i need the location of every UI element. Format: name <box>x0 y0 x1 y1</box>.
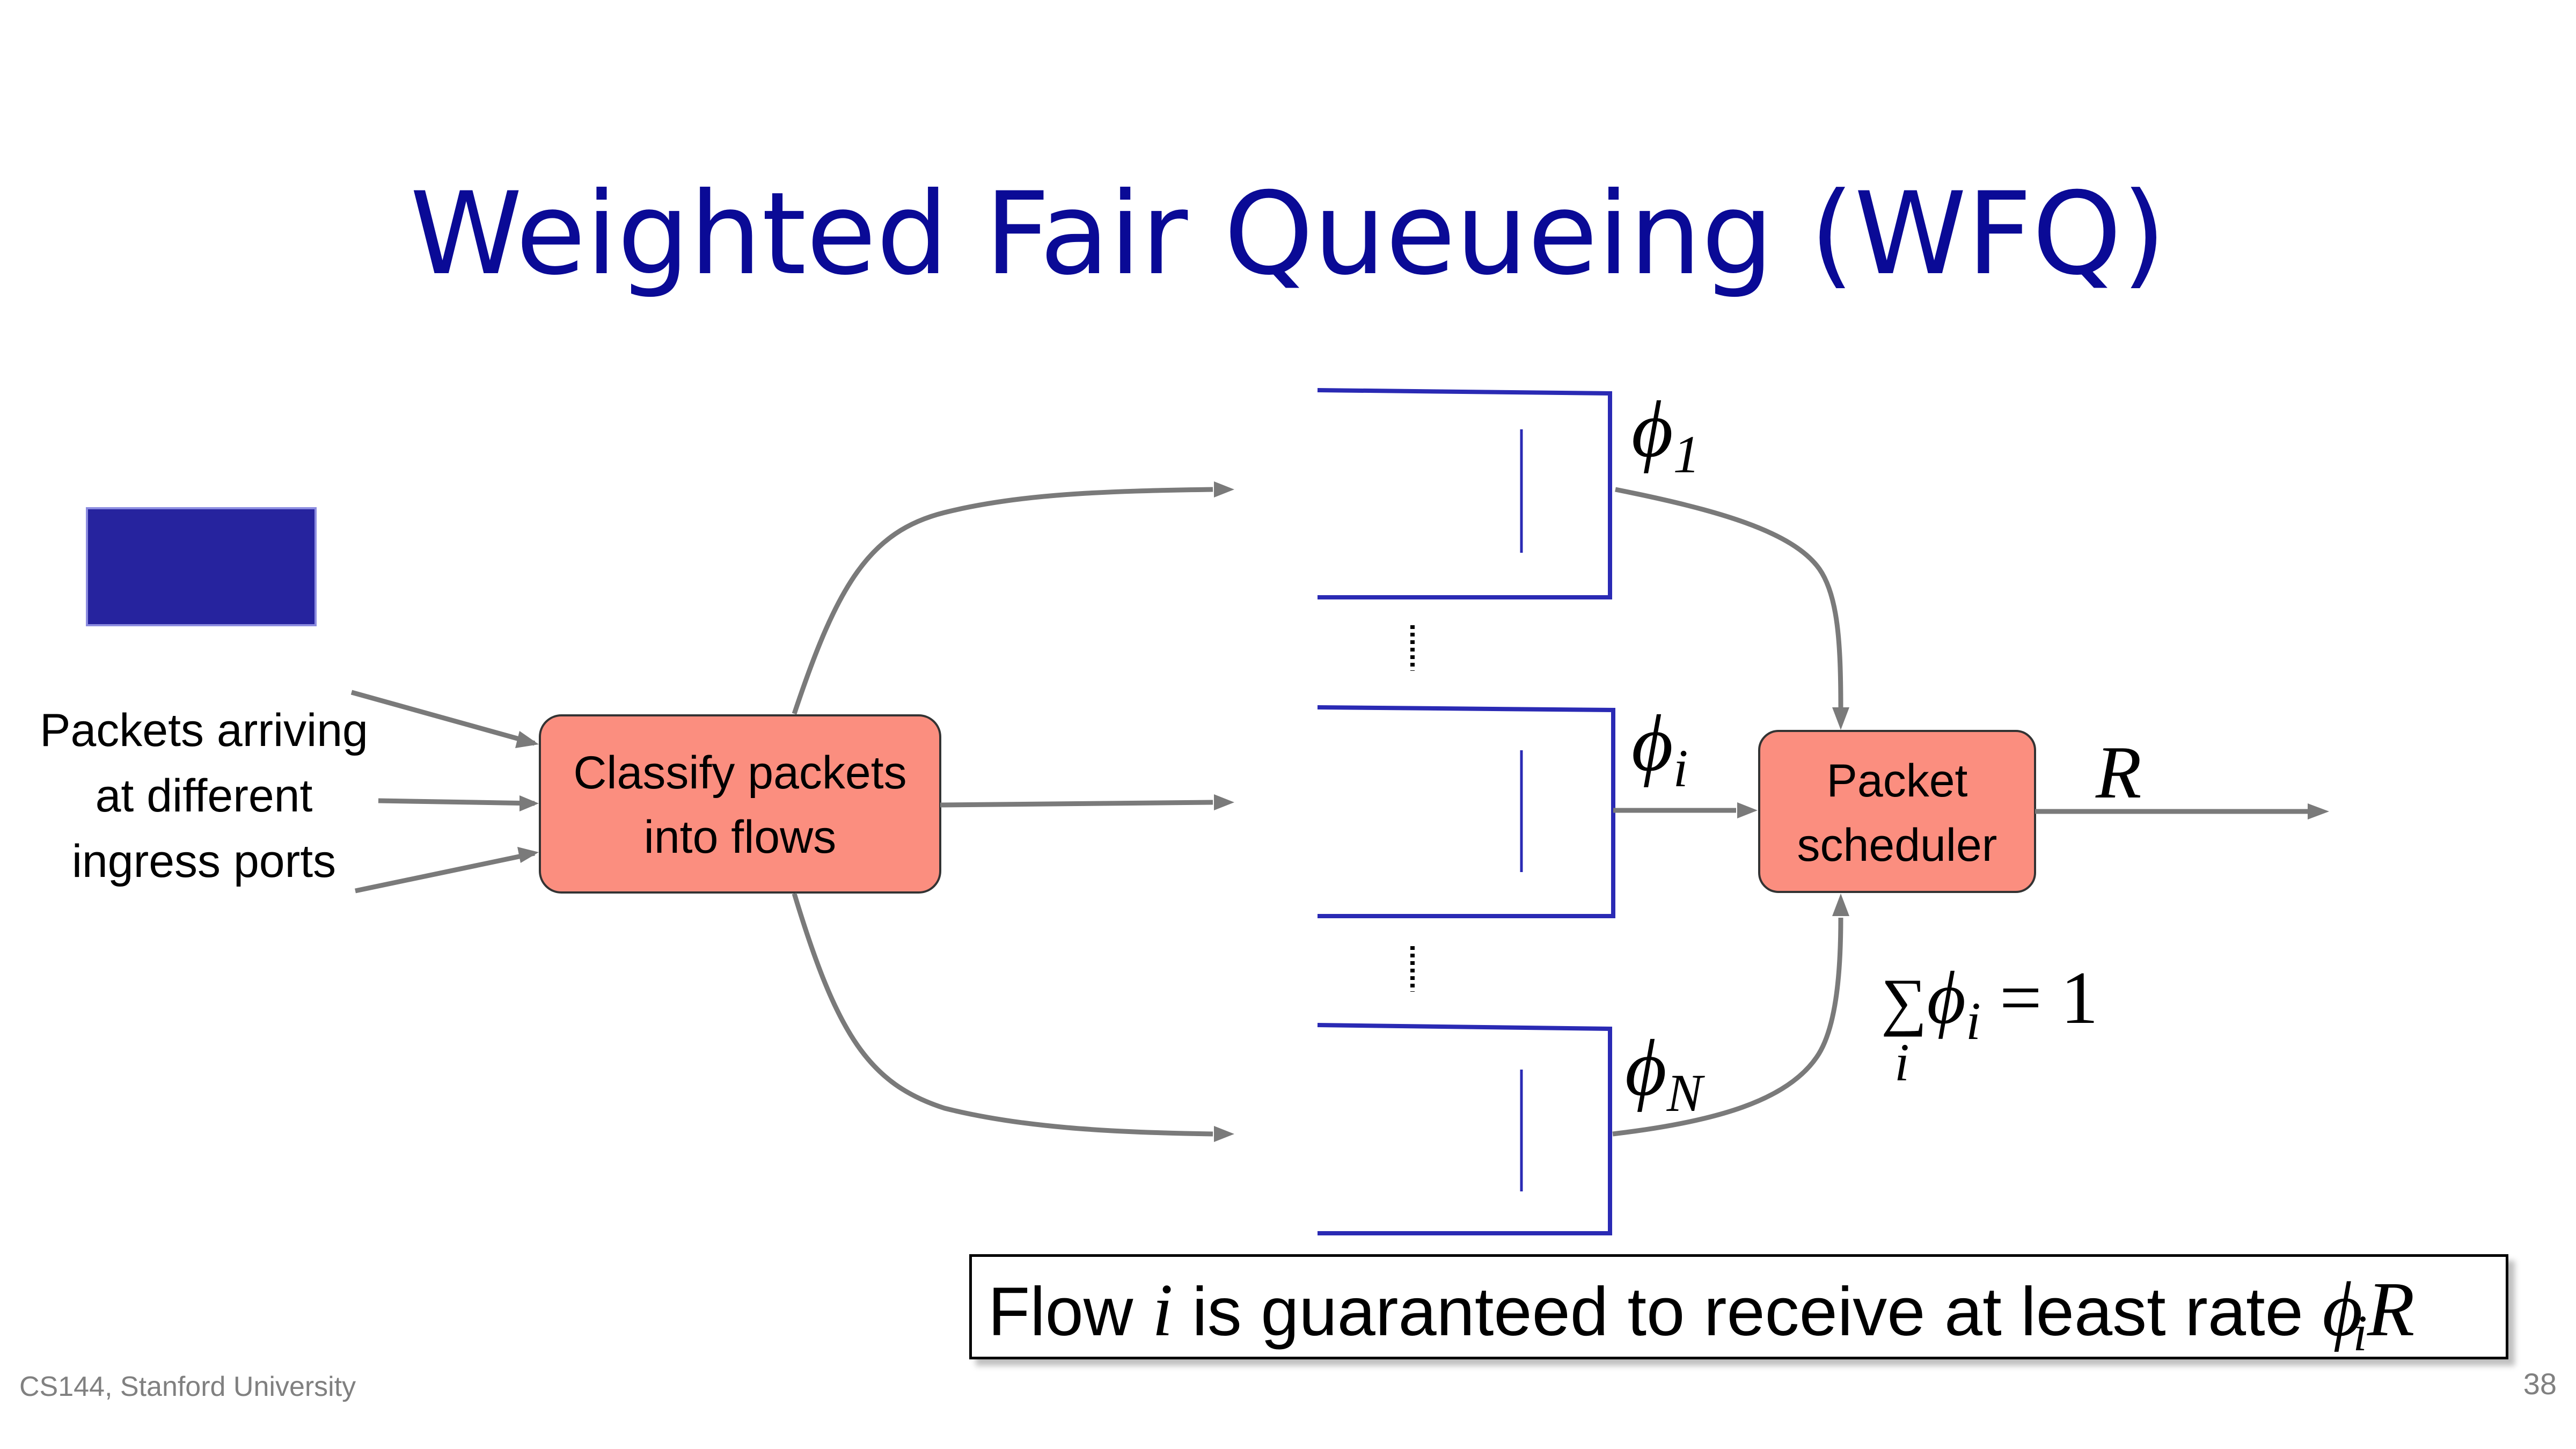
guarantee-prefix: Flow <box>988 1274 1152 1350</box>
scheduler-label-line-2: scheduler <box>1797 819 1997 871</box>
guarantee-box: Flow i is guaranteed to receive at least… <box>969 1254 2508 1362</box>
flow-arrowheads <box>1214 481 1234 1142</box>
input-arrow-middle <box>378 798 535 806</box>
classifier-label-line-2: into flows <box>643 811 837 863</box>
guarantee-phi-sub: i <box>2353 1305 2367 1362</box>
guarantee-middle: is guaranteed to receive at least rate <box>1173 1274 2323 1350</box>
slide-title: Weighted Fair Queueing (WFQ) <box>409 167 2167 300</box>
phi-subscript: N <box>1666 1063 1703 1123</box>
flow-arrows <box>792 487 1213 1137</box>
queue-i <box>1317 705 1615 918</box>
sum-formula: ∑ϕi = 1 <box>1881 955 2098 1051</box>
phi-symbol: ϕ <box>1625 1023 1667 1113</box>
flow-arrow-middle <box>940 800 1213 808</box>
phi-subscript: 1 <box>1673 425 1700 484</box>
guarantee-rate: R <box>2367 1267 2415 1352</box>
input-arrowheads <box>515 731 539 863</box>
queue-1 <box>1317 388 1612 599</box>
phi-symbol: ϕ <box>1631 385 1673 474</box>
scheduler-arrowheads <box>1737 707 2329 916</box>
sched-arrow-bottom <box>1612 917 1843 1137</box>
guarantee-text: Flow i is guaranteed to receive at least… <box>988 1269 2414 1362</box>
scheduler-arrows <box>1612 487 2308 1137</box>
output-rate: R <box>2096 731 2142 814</box>
guarantee-phi: ϕ <box>2322 1267 2363 1352</box>
sched-arrow-top <box>1615 487 1843 709</box>
queues <box>1317 388 1615 1235</box>
guarantee-var: i <box>1152 1269 1173 1352</box>
sum-phi-subscript: i <box>1966 991 1981 1051</box>
sum-phi: ϕ <box>1927 956 1966 1040</box>
scheduler-label: Packet scheduler <box>1759 749 2035 877</box>
sum-rhs: = 1 <box>1999 956 2098 1040</box>
footer-course: CS144, Stanford University <box>19 1371 356 1402</box>
scheduler-label-line-1: Packet <box>1826 755 1968 807</box>
input-arrow-bottom <box>355 851 535 894</box>
weight-phi-n: ϕN <box>1625 1022 1702 1123</box>
input-label-line-1: Packets arriving <box>40 705 368 756</box>
input-arrow-top <box>350 690 536 746</box>
sum-index: i <box>1894 1033 1909 1092</box>
phi-subscript: i <box>1673 738 1688 798</box>
input-label: Packets arriving at different ingress po… <box>21 698 386 894</box>
flow-arrow-bottom <box>792 892 1213 1137</box>
page-number: 38 <box>2523 1367 2557 1401</box>
legend-square <box>86 507 317 626</box>
weight-phi-1: ϕ1 <box>1631 384 1700 484</box>
flow-arrow-top <box>792 487 1213 715</box>
weight-phi-i: ϕi <box>1631 698 1688 798</box>
queue-n <box>1317 1023 1612 1235</box>
input-arrows <box>350 690 536 894</box>
input-label-line-2: at different <box>95 770 313 822</box>
input-label-line-3: ingress ports <box>71 836 336 887</box>
classifier-label-line-1: Classify packets <box>573 747 907 799</box>
phi-symbol: ϕ <box>1631 699 1673 788</box>
sigma-symbol: ∑ <box>1881 965 1927 1037</box>
classifier-label: Classify packets into flows <box>540 741 940 869</box>
